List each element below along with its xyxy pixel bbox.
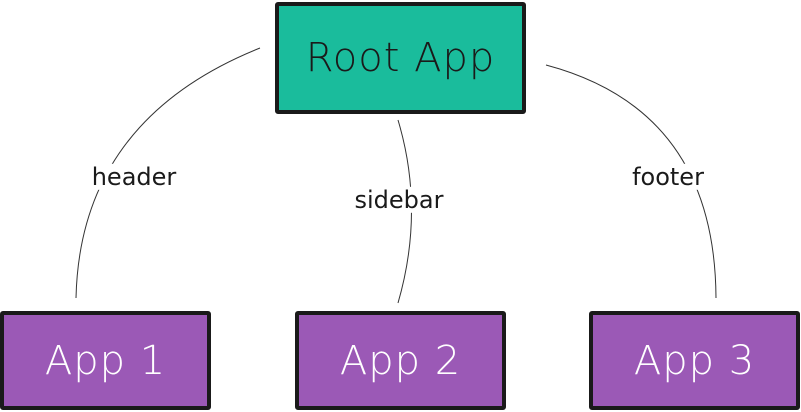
edge-label-footer: footer: [629, 163, 707, 190]
edge-label-header: header: [88, 163, 180, 190]
edge-root-app1: [75, 47, 261, 299]
app-2-label: App 2: [339, 337, 462, 384]
edge-root-app3: [545, 64, 717, 299]
app-3-label: App 3: [633, 337, 756, 384]
edge-label-sidebar: sidebar: [351, 186, 447, 213]
root-app-label: Root App: [305, 35, 496, 81]
app-1-label: App 1: [44, 337, 167, 384]
app-3-node[interactable]: App 3: [589, 311, 800, 410]
app-2-node[interactable]: App 2: [295, 311, 506, 410]
app-1-node[interactable]: App 1: [0, 311, 211, 410]
root-app-node[interactable]: Root App: [275, 2, 526, 114]
